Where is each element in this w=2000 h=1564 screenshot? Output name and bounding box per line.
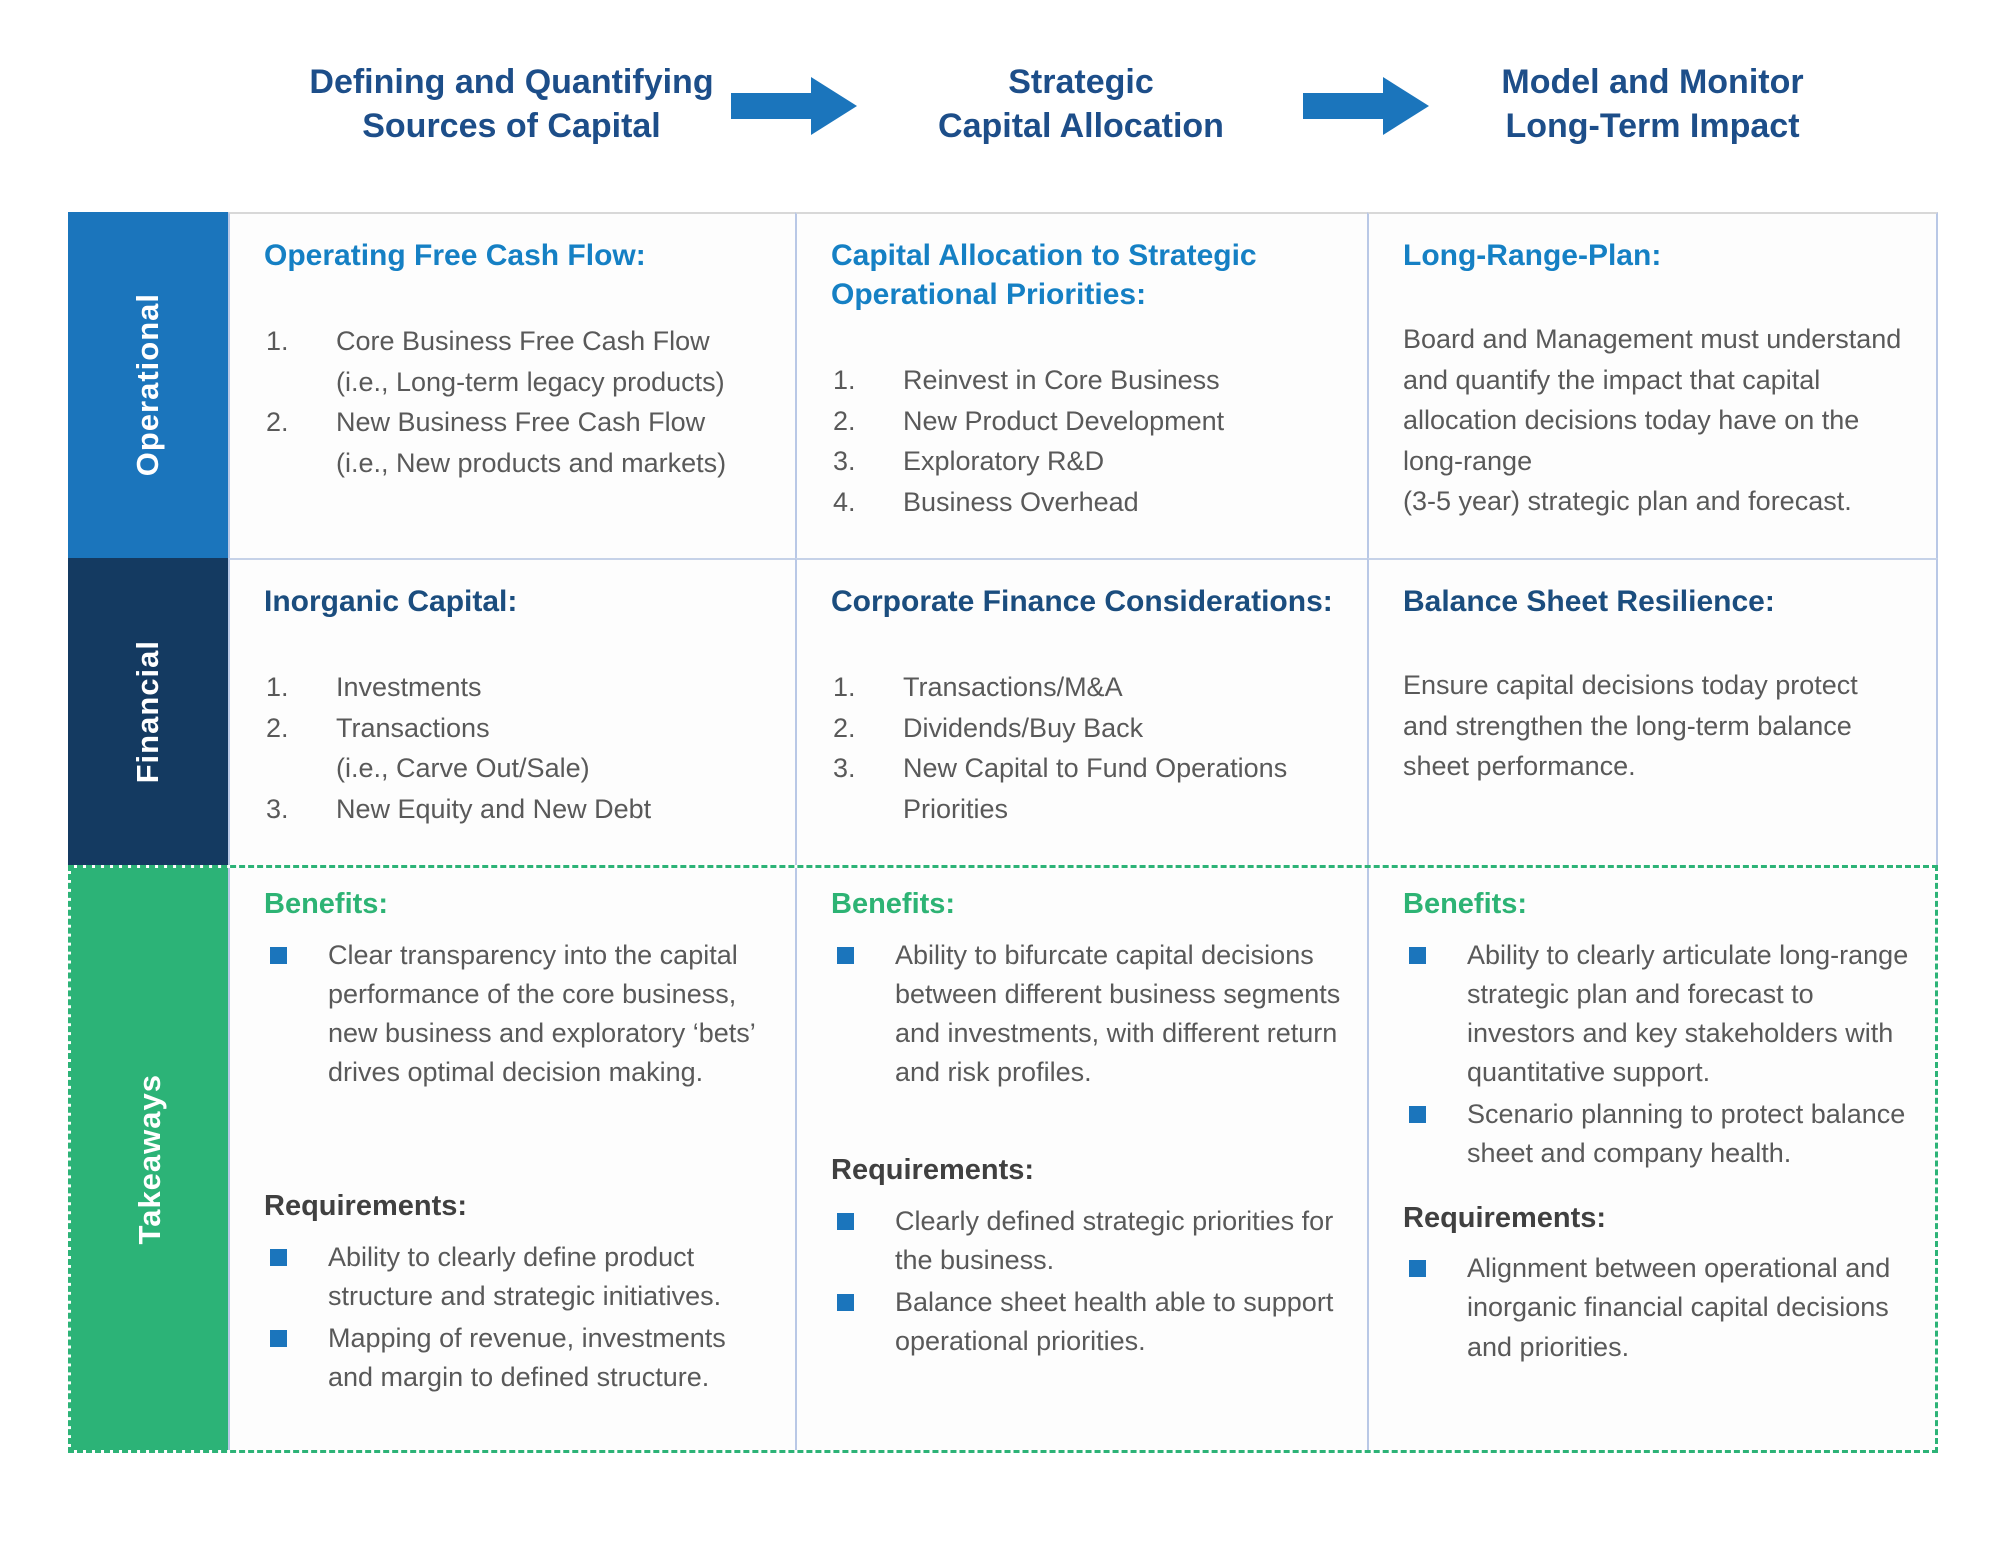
row-takeaways: Takeaways Benefits: Clear transparency i… [68,865,1938,1453]
benefits-list: Ability to bifurcate capital decisions b… [831,936,1341,1093]
list-item: Exploratory R&D [833,441,1105,481]
cell-takeaways-longrange: Benefits: Ability to clearly articulate … [1367,868,1935,1450]
cell-operational-longrange: Long-Range-Plan: Board and Management mu… [1367,212,1938,558]
list-item: Transactions (i.e., Carve Out/Sale) [266,708,590,784]
cell-financial-balancesheet: Balance Sheet Resilience: Ensure capital… [1367,558,1938,865]
cell-operational-sources: Operating Free Cash Flow: Core Business … [228,212,795,558]
arrow-right-icon [1303,77,1431,135]
cell-heading: Long-Range-Plan: [1403,239,1662,272]
row-label-text: Takeaways [131,1073,167,1245]
list-item: Mapping of revenue, investments and marg… [264,1319,769,1397]
row-operational: Operational Operating Free Cash Flow: Co… [68,212,1938,558]
cell-paragraph: Board and Management must understand and… [1403,324,1902,516]
cell-heading: Operating Free Cash Flow: [264,239,646,272]
process-flow-header: Defining and Quantifying Sources of Capi… [68,60,1938,148]
list-item: Reinvest in Core Business [833,360,1220,400]
list-item: Ability to clearly define product struct… [264,1238,769,1316]
list-item: Balance sheet health able to support ope… [831,1283,1341,1361]
list-item: Transactions/M&A [833,667,1123,707]
flow-step-title-line: Defining and Quantifying [309,63,714,101]
list-item: New Capital to Fund Operations Prioritie… [833,748,1288,824]
requirements-list: Alignment between operational and inorga… [1403,1249,1909,1366]
row-label-text: Operational [130,293,165,477]
list-item: Core Business Free Cash Flow (i.e., Long… [266,321,725,397]
list-item: Ability to clearly articulate long-range… [1403,936,1909,1093]
row-label-takeaways: Takeaways [71,868,228,1450]
row-label-text: Financial [130,639,165,784]
list-item: Business Overhead [833,482,1139,522]
numbered-list: Core Business Free Cash Flow (i.e., Long… [264,321,769,483]
benefits-list: Clear transparency into the capital perf… [264,936,769,1093]
flow-step-title-line: Model and Monitor [1501,63,1804,101]
benefits-heading: Benefits: [264,888,389,920]
cell-heading: Inorganic Capital: [264,585,518,618]
cell-takeaways-sources: Benefits: Clear transparency into the ca… [228,868,795,1450]
cell-heading: Balance Sheet Resilience: [1403,585,1775,618]
cell-takeaways-allocation: Benefits: Ability to bifurcate capital d… [795,868,1367,1450]
arrow-head [1383,77,1429,135]
list-item: Clear transparency into the capital perf… [264,936,769,1093]
benefits-heading: Benefits: [1403,888,1528,920]
cell-operational-allocation: Capital Allocation to Strategic Operatio… [795,212,1367,558]
arrow-shaft [731,93,811,119]
flow-step-title-line: Capital Allocation [938,107,1224,146]
cell-heading: Corporate Finance Considerations: [831,585,1333,618]
list-item: Alignment between operational and inorga… [1403,1249,1909,1366]
benefits-heading: Benefits: [831,888,956,920]
requirements-heading: Requirements: [1403,1201,1607,1234]
row-financial: Financial Inorganic Capital: Investments… [68,558,1938,865]
arrow-head [811,77,857,135]
framework-table: Operational Operating Free Cash Flow: Co… [68,212,1938,1453]
row-label-financial: Financial [68,558,228,865]
flow-step-model-monitor: Model and Monitor Long-Term Impact [1367,60,1938,148]
cell-paragraph: Ensure capital decisions today protect a… [1403,670,1858,781]
list-item: Scenario planning to protect balance she… [1403,1095,1909,1173]
flow-step-sources-of-capital: Defining and Quantifying Sources of Capi… [228,60,795,148]
list-item: Clearly defined strategic priorities for… [831,1202,1341,1280]
list-item: Ability to bifurcate capital decisions b… [831,936,1341,1093]
cell-heading: Capital Allocation to Strategic Operatio… [831,239,1257,311]
flow-step-title-line: Long-Term Impact [1505,107,1800,146]
flow-step-title-line: Sources of Capital [362,107,661,146]
list-item: Investments [266,667,482,707]
list-item: New Equity and New Debt [266,789,652,829]
flow-step-title-line: Strategic [1008,63,1154,101]
flow-step-strategic-allocation: Strategic Capital Allocation [795,60,1367,148]
requirements-list: Ability to clearly define product struct… [264,1238,769,1398]
list-item: Dividends/Buy Back [833,708,1144,748]
list-item: New Business Free Cash Flow (i.e., New p… [266,402,727,478]
list-item: New Product Development [833,401,1225,441]
arrow-right-icon [731,77,859,135]
arrow-shaft [1303,93,1383,119]
benefits-list: Ability to clearly articulate long-range… [1403,936,1909,1174]
row-label-operational: Operational [68,212,228,558]
requirements-heading: Requirements: [264,1190,468,1223]
cell-financial-corpfinance: Corporate Finance Considerations: Transa… [795,558,1367,865]
requirements-list: Clearly defined strategic priorities for… [831,1202,1341,1362]
requirements-heading: Requirements: [831,1154,1035,1187]
